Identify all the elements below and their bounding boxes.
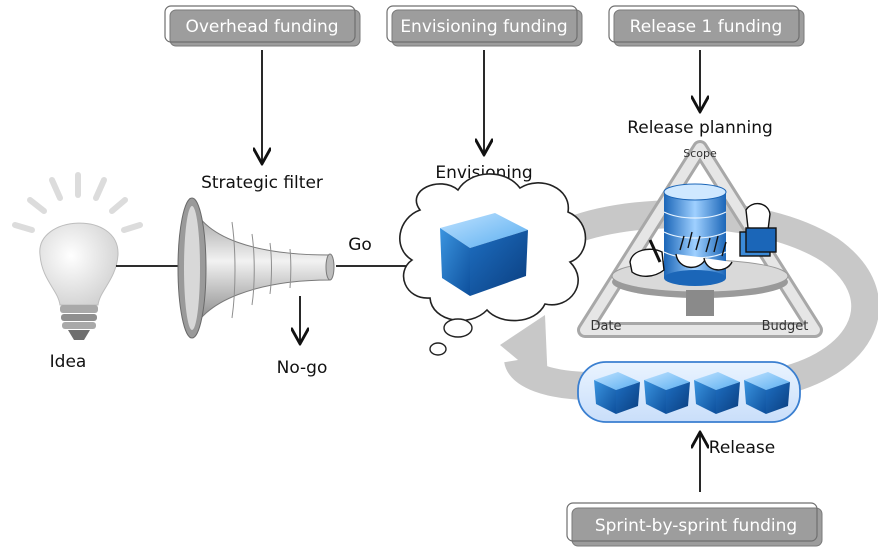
increment-cube-icon [594,372,640,414]
scope-label: Scope [683,147,717,160]
increment-cube-icon [644,372,690,414]
envisioning-funding-tag: Envisioning funding [386,5,583,47]
lightbulb-icon [12,172,143,340]
iteration-cycle-arrow [500,200,878,400]
release-planning-label: Release planning [627,118,773,138]
overhead-funding-tag: Overhead funding [164,5,361,47]
increment-cubes [594,372,790,414]
release1-funding-tag: Release 1 funding [608,5,805,47]
funnel-icon [177,197,335,339]
product-cube-icon [440,213,528,296]
budget-label: Budget [762,319,809,334]
overhead-funding-label: Overhead funding [185,17,338,37]
envisioning-funding-label: Envisioning funding [400,17,567,37]
go-label: Go [348,235,372,255]
product-backlog-database-icon [663,183,727,286]
no-go-label: No-go [277,358,328,378]
planning-hands-icon [629,203,777,277]
strategic-filter-label: Strategic filter [201,173,323,193]
release1-funding-label: Release 1 funding [630,17,783,37]
increment-cube-icon [744,372,790,414]
sprint-funding-tag: Sprint-by-sprint funding [566,502,823,547]
sprint-funding-label: Sprint-by-sprint funding [595,516,797,536]
idea-label: Idea [50,352,87,372]
date-label: Date [590,319,621,334]
release-label: Release [709,438,775,458]
increment-cube-icon [694,372,740,414]
